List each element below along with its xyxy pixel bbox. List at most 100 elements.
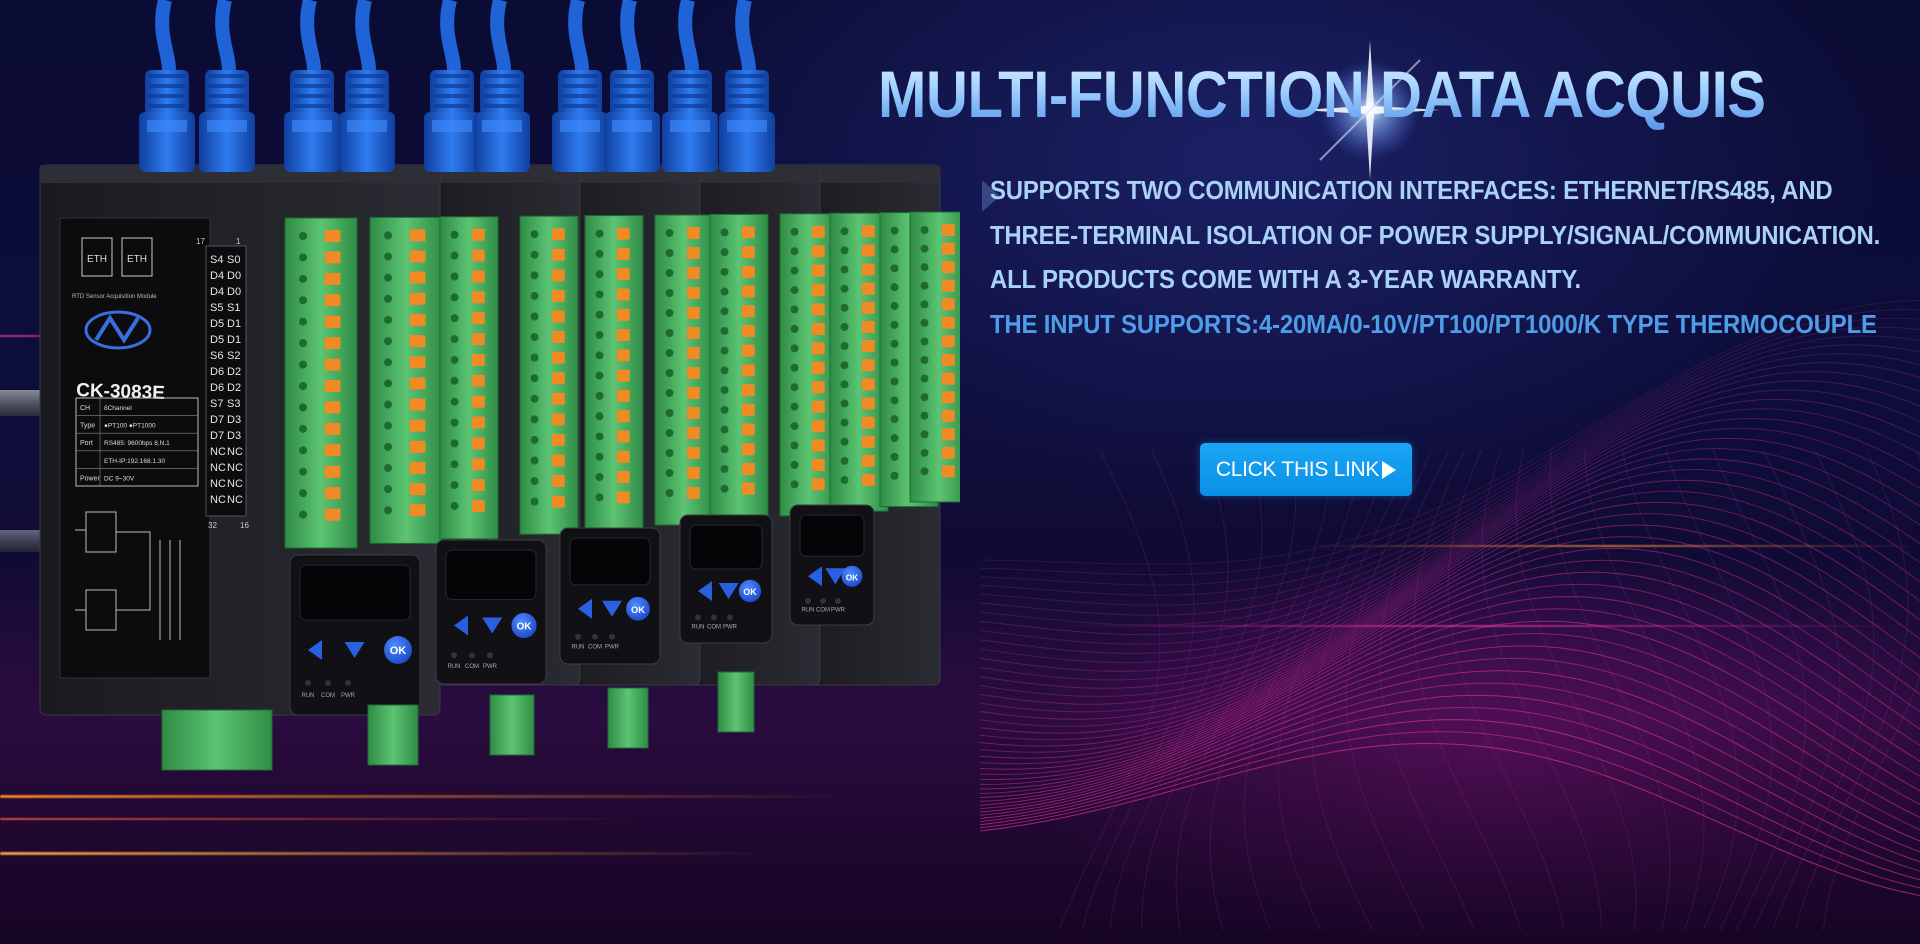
terminal-lever [686, 307, 700, 319]
mesh-line [979, 398, 1920, 672]
terminal-hole [790, 460, 799, 469]
terminal-hole [450, 251, 459, 260]
terminal-lever [616, 227, 630, 240]
mesh-line [979, 408, 1920, 681]
terminal-block [584, 215, 644, 531]
terminal-hole [384, 400, 392, 409]
terminal-hole [595, 249, 604, 258]
terminal-hole [299, 424, 307, 433]
terminal-hole [384, 485, 392, 494]
pin-label-right: D2 [227, 382, 241, 394]
cable-boot-ridge [149, 84, 185, 88]
terminal-hole [665, 389, 674, 397]
terminal-hole [890, 302, 899, 311]
cable-boot-ridge [729, 74, 765, 78]
mesh-line [979, 362, 1920, 636]
terminal-lever [551, 433, 565, 446]
terminal-hole [790, 266, 799, 275]
terminal-lever [616, 450, 630, 463]
terminal-hole [720, 346, 729, 355]
cable-boot-ridge [434, 94, 470, 98]
terminal-lever [811, 322, 825, 335]
terminal-hole [450, 481, 459, 490]
terminal-lever [551, 372, 565, 385]
mesh-line [979, 524, 1920, 759]
terminal-hole [450, 397, 459, 406]
status-led-icon [469, 652, 475, 659]
terminal-hole [720, 484, 729, 493]
terminal-lever [741, 285, 755, 298]
status-led-icon [592, 633, 598, 640]
terminal-hole [720, 425, 729, 434]
terminal-hole [595, 452, 604, 461]
terminal-lever [471, 437, 485, 450]
terminal-hole [720, 405, 729, 414]
terminal-lever [741, 443, 755, 456]
led-label: RUN [802, 608, 815, 614]
terminal-lever [324, 465, 341, 478]
terminal-lever [616, 369, 630, 382]
cable-boot-ridge [729, 104, 765, 108]
terminal-block [439, 216, 499, 540]
pin-label-right: S3 [227, 398, 240, 410]
terminal-hole [790, 441, 799, 450]
cable-boot-ridge [672, 74, 708, 78]
terminal-lever [811, 458, 825, 471]
terminal-hole [384, 442, 392, 451]
pin-label-left: S7 [210, 398, 223, 410]
cable-boot-ridge [209, 74, 245, 78]
mesh-line [979, 490, 1920, 741]
terminal-hole [530, 497, 539, 506]
terminal-hole [530, 374, 539, 383]
cable-boot-ridge [149, 104, 185, 108]
terminal-hole [920, 318, 929, 327]
terminal-lever [941, 465, 955, 478]
terminal-hole [840, 418, 849, 427]
terminal-hole [920, 337, 929, 346]
terminal-lever [409, 313, 426, 326]
terminal-hole [450, 272, 459, 281]
pin-number: 17 [196, 237, 205, 246]
display-window [445, 549, 537, 600]
spec-label: CH [80, 405, 90, 412]
pin-label-right: NC [227, 478, 243, 490]
terminal-hole [890, 377, 899, 386]
spec-value: ETH-IP:192.168.1.30 [104, 458, 165, 465]
status-led-icon [695, 614, 701, 621]
terminal-hole [920, 244, 929, 253]
terminal-lever [471, 458, 485, 471]
cable-boot-ridge [562, 74, 598, 78]
terminal-hole [595, 290, 604, 299]
status-led-icon [451, 652, 457, 659]
terminal-lever [409, 419, 426, 432]
terminal-lever [811, 342, 825, 355]
terminal-lever [811, 245, 825, 258]
pin-label-right: D3 [227, 414, 241, 426]
mesh-line [1712, 449, 1807, 931]
terminal-lever [471, 312, 485, 325]
terminal-hole [790, 305, 799, 314]
terminal-hole [890, 339, 899, 348]
cable-boot-ridge [614, 74, 650, 78]
terminal-hole [790, 422, 799, 431]
terminal-lever [861, 378, 875, 391]
mesh-line [979, 706, 1920, 872]
click-this-link-button[interactable]: CLICK THIS LINK [1200, 443, 1412, 496]
rj45-clip [482, 120, 522, 132]
terminal-lever [471, 270, 485, 283]
mesh-line [979, 458, 1920, 720]
terminal-hole [890, 226, 899, 235]
terminal-lever [324, 508, 341, 521]
mesh-line [979, 335, 1920, 606]
mesh-line [979, 513, 1920, 753]
terminal-hole [720, 267, 729, 276]
terminal-lever [741, 462, 755, 475]
terminal-lever [471, 395, 485, 408]
cable-boot-ridge [349, 74, 385, 78]
terminal-hole [530, 394, 539, 403]
description-inputs: THE INPUT SUPPORTS:4-20MA/0-10V/PT100/PT… [990, 308, 1877, 339]
terminal-lever [471, 353, 485, 366]
terminal-hole [595, 351, 604, 360]
terminal-hole [890, 415, 899, 424]
